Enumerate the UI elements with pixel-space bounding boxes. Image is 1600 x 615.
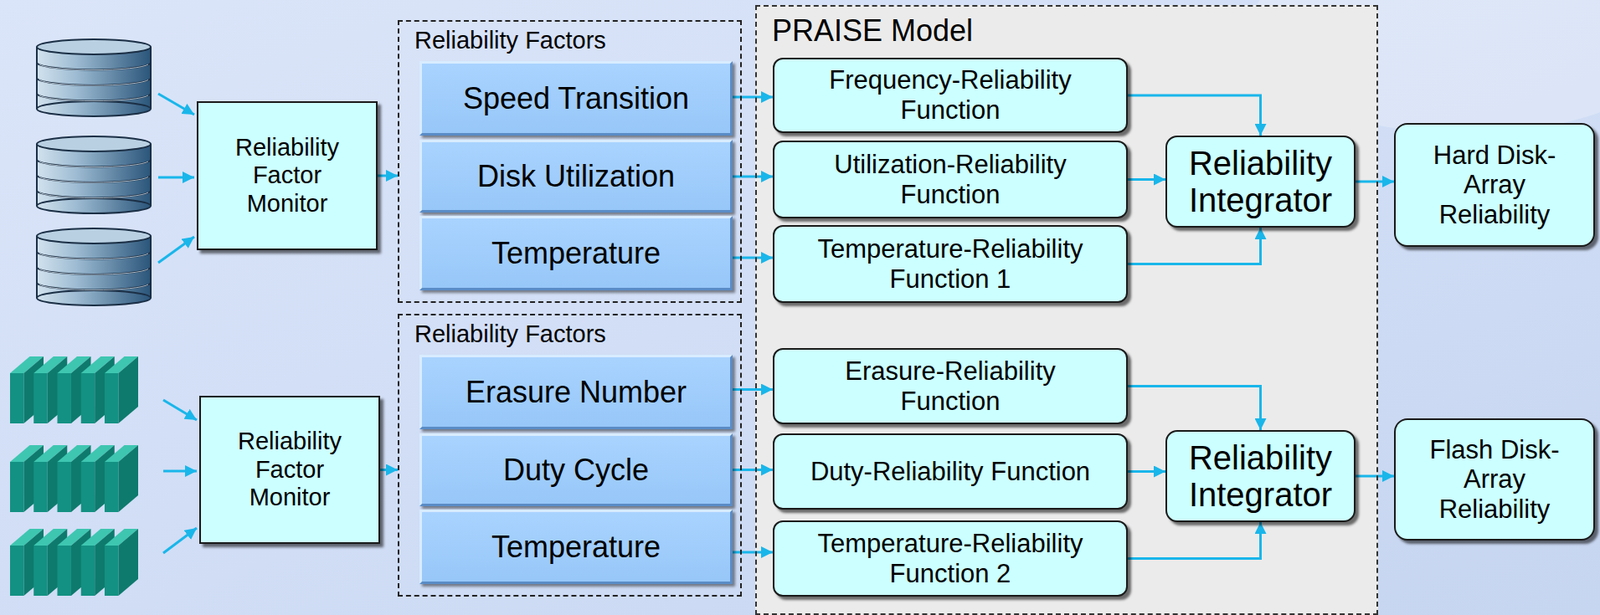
connector-arrow	[1127, 227, 1261, 265]
icon-arrow	[163, 400, 197, 421]
connector-arrow	[1127, 470, 1166, 474]
function-box: Erasure-Reliability Function	[772, 348, 1128, 425]
connector-arrow	[1127, 386, 1261, 432]
factor-box: Temperature	[419, 509, 733, 585]
disk-icon	[36, 136, 151, 214]
node-label: Frequency-Reliability Function	[804, 65, 1096, 125]
connector-arrow	[380, 468, 398, 472]
monitor-box: Reliability Factor Monitor	[196, 101, 378, 251]
factor-box: Disk Utilization	[419, 139, 733, 213]
node-label: Reliability Integrator	[1173, 439, 1348, 514]
connector-arrow	[377, 174, 398, 178]
connector-arrow	[1355, 475, 1395, 479]
node-label: Duty-Reliability Function	[810, 457, 1091, 488]
node-label: Disk Utilization	[477, 159, 675, 194]
connector-arrow	[1127, 178, 1166, 181]
factor-group: Reliability FactorsSpeed TransitionDisk …	[397, 20, 742, 304]
node-label: Hard Disk-Array Reliability	[1412, 140, 1577, 231]
icon-arrow	[163, 470, 197, 474]
integrator-box: Reliability Integrator	[1165, 135, 1356, 228]
function-box: Utilization-Reliability Function	[772, 140, 1128, 219]
node-label: Utilization-Reliability Function	[804, 149, 1096, 210]
node-label: Reliability Factor Monitor	[215, 133, 360, 218]
connector-arrow	[1127, 95, 1261, 136]
node-label: Speed Transition	[463, 81, 690, 116]
node-label: Flash Disk-Array Reliability	[1412, 435, 1577, 525]
output-box: Flash Disk-Array Reliability	[1394, 418, 1595, 541]
factor-group: Reliability FactorsErasure NumberDuty Cy…	[397, 313, 742, 597]
node-label: Erasure-Reliability Function	[804, 356, 1096, 417]
node-label: Duty Cycle	[503, 452, 649, 488]
flash-icon	[10, 356, 139, 424]
disk-icon	[36, 39, 151, 117]
icon-arrows	[158, 93, 197, 554]
output-box: Hard Disk-Array Reliability	[1394, 123, 1595, 247]
icon-arrow	[158, 176, 195, 180]
node-label: Reliability Integrator	[1173, 144, 1348, 219]
connector-arrow	[732, 257, 773, 260]
connector-arrow	[732, 388, 773, 391]
connector-arrow	[732, 468, 773, 472]
factor-box: Speed Transition	[419, 61, 733, 136]
node-label: Reliability Factors	[414, 320, 607, 349]
function-box: Duty-Reliability Function	[772, 433, 1128, 510]
node-label: Temperature	[491, 236, 661, 271]
connector-arrow	[1127, 522, 1261, 560]
node-label: Temperature-Reliability Function 1	[804, 234, 1096, 294]
function-box: Temperature-Reliability Function 1	[772, 225, 1128, 304]
icon-arrow	[158, 236, 195, 263]
connector-arrow	[732, 175, 773, 179]
icon-arrow	[163, 528, 197, 554]
integrator-box: Reliability Integrator	[1165, 430, 1356, 523]
node-label: Reliability Factor Monitor	[217, 427, 362, 512]
node-label: PRAISE Model	[771, 13, 973, 48]
factor-box: Temperature	[419, 216, 733, 291]
model-panel: PRAISE ModelFrequency-Reliability Functi…	[755, 5, 1379, 615]
connector-arrow	[1355, 180, 1395, 184]
node-label: Erasure Number	[465, 375, 687, 410]
monitor-box: Reliability Factor Monitor	[199, 396, 381, 545]
node-label: Reliability Factors	[414, 26, 607, 55]
connector-arrow	[732, 551, 773, 555]
factor-box: Duty Cycle	[419, 433, 733, 507]
flash-icon	[10, 529, 139, 597]
function-box: Temperature-Reliability Function 2	[772, 520, 1128, 597]
connector-arrow	[732, 96, 773, 99]
node-label: Temperature-Reliability Function 2	[804, 529, 1096, 589]
function-box: Frequency-Reliability Function	[772, 57, 1128, 134]
panel-fill	[755, 5, 1379, 615]
disk-icon	[36, 228, 151, 306]
icon-arrow	[158, 93, 195, 115]
flash-icon	[10, 445, 139, 513]
node-label: Temperature	[491, 529, 661, 565]
factor-box: Erasure Number	[419, 354, 733, 430]
